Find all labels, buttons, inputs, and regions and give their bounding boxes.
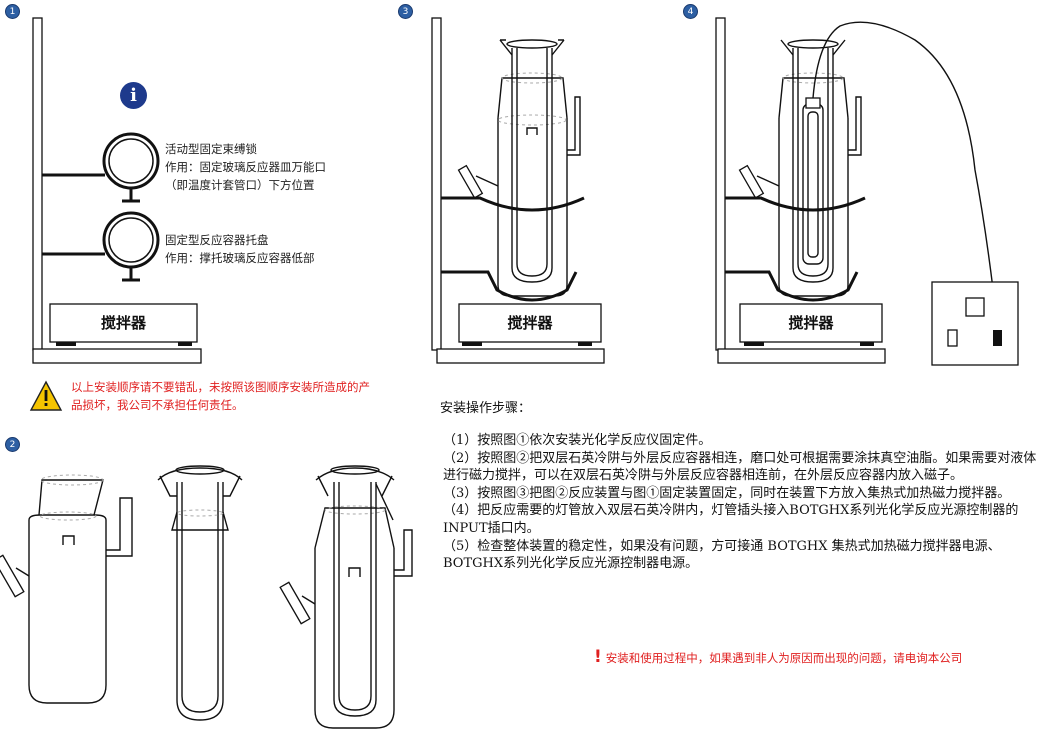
- fig4-stand: [715, 17, 886, 364]
- clamp-title: 活动型固定束缚锁: [165, 142, 257, 156]
- fig3-mixer-label: 搅拌器: [507, 314, 553, 332]
- instruction-step-5: （5）检查整体装置的稳定性，如果没有问题，方可接通 BOTGHX 集热式加热磁力…: [443, 538, 1001, 572]
- instruction-step-4: （4）把反应需要的灯管放入双层石英冷阱内，灯管插头接入BOTGHX系列光化学反应…: [443, 503, 1019, 536]
- fig1-clamp: [42, 132, 160, 203]
- support-notice: !安装和使用过程中，如果遇到非人为原因而出现的问题，请电询本公司: [594, 647, 962, 667]
- instruction-step-1: （1）按照图①依次安装光化学反应仪固定件。: [443, 433, 712, 448]
- instructions-title: 安装操作步骤：: [440, 401, 532, 416]
- fig3-stand: [431, 17, 605, 364]
- fig4-reactor: [725, 21, 999, 333]
- fig2-cold-trap: [157, 465, 243, 721]
- warning-text: 以上安装顺序请不要错乱，未按照该图顺序安装所造成的产品损坏，我公司不承担任何责任…: [71, 380, 370, 412]
- step-badge-1: 1: [5, 4, 20, 19]
- fig1-tray: [42, 211, 160, 282]
- clamp-desc-1: 作用：固定玻璃反应器皿万能口: [165, 160, 326, 174]
- fig3-reactor: [441, 39, 585, 302]
- step-badge-3: 3: [398, 4, 413, 19]
- tray-title: 固定型反应容器托盘: [165, 233, 269, 247]
- exclamation-icon: !: [594, 647, 602, 667]
- instruction-step-2: （2）按照图②把双层石英冷阱与外层反应容器相连，磨口处可根据需要涂抹真空油脂。如…: [443, 450, 1037, 484]
- fig4-controller: [931, 281, 1019, 366]
- fig2-outer-vessel: [0, 474, 133, 704]
- fig2-assembled: [279, 465, 413, 729]
- instructions-list: （1）按照图①依次安装光化学反应仪固定件。 （2）按照图②把双层石英冷阱与外层反…: [443, 432, 1038, 573]
- fig1-mixer-label: 搅拌器: [100, 314, 146, 332]
- fig4-mixer-label: 搅拌器: [788, 314, 834, 332]
- instruction-step-3: （3）按照图③把图②反应装置与图①固定装置固定，同时在装置下方放入集热式加热磁力…: [443, 485, 1011, 501]
- support-notice-text: 安装和使用过程中，如果遇到非人为原因而出现的问题，请电询本公司: [605, 651, 963, 665]
- step-badge-2: 2: [5, 437, 20, 452]
- info-icon: i: [120, 82, 147, 109]
- step-badge-4: 4: [683, 4, 698, 19]
- clamp-desc-2: （即温度计套管口）下方位置: [165, 178, 315, 192]
- warning-icon: [29, 380, 63, 411]
- fig1-stand: [32, 17, 202, 364]
- tray-desc: 作用：撑托玻璃反应容器低部: [165, 251, 315, 265]
